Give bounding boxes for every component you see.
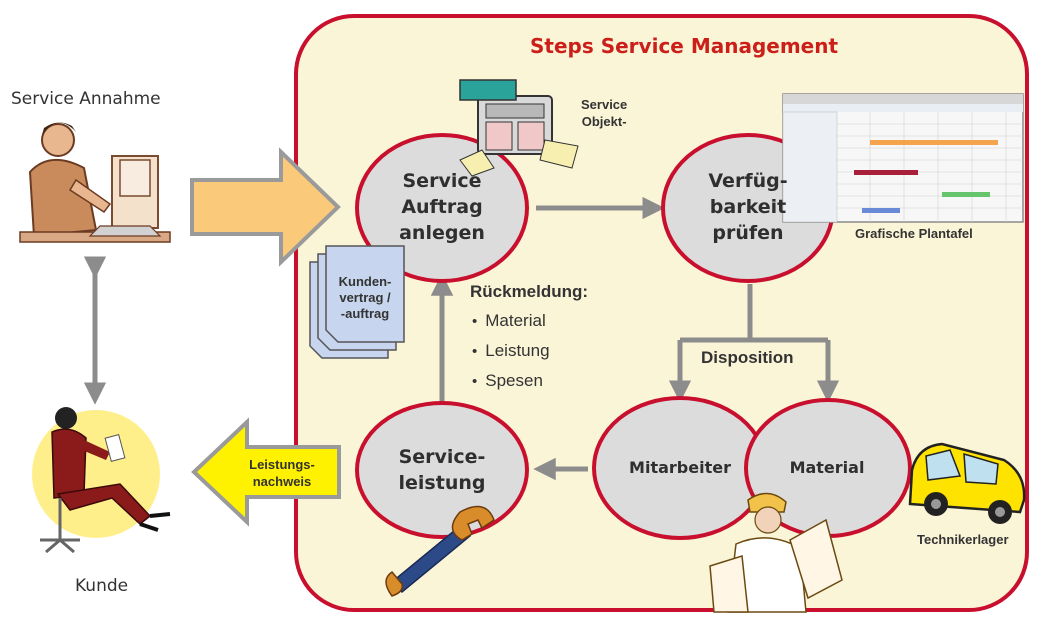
node-verfuegbarkeit-line-1: Verfüg- <box>708 170 788 192</box>
engineer-with-plans-icon <box>709 492 843 613</box>
copier-icon <box>459 79 579 177</box>
kunde-label: Kunde <box>75 576 129 596</box>
node-verfuegbarkeit-line-3: prüfen <box>712 222 784 244</box>
disposition-label: Disposition <box>701 348 794 367</box>
rueckmeldung-item: Leistung <box>472 336 549 366</box>
node-serviceleistung-label: Service- leistung <box>382 444 502 496</box>
kundenvertrag-line-3: -auftrag <box>340 306 390 321</box>
rueckmeldung-item: Spesen <box>472 366 550 396</box>
leistungsnachweis-line-1: Leistungs- <box>249 457 315 472</box>
service-objekt-line-2: Objekt- <box>581 114 627 129</box>
leistungsnachweis-label: Leistungs- nachweis <box>232 456 332 490</box>
node-auftrag-label: Service Auftrag anlegen <box>382 168 502 246</box>
technikerlager-label: Technikerlager <box>917 532 1009 547</box>
node-verfuegbarkeit-label: Verfüg- barkeit prüfen <box>688 168 808 246</box>
node-serviceleistung-line-2: leistung <box>398 472 486 494</box>
document-stack-icon <box>309 245 405 359</box>
gantt-screenshot-icon <box>782 93 1024 223</box>
node-mitarbeiter-label: Mitarbeiter <box>629 458 731 477</box>
wrench-icon <box>385 505 495 597</box>
disposition-fork-line <box>680 284 753 343</box>
rueckmeldung-list: Material Leistung Spesen <box>472 306 550 396</box>
service-annahme-label: Service Annahme <box>11 89 161 109</box>
rueckmeldung-item: Material <box>472 306 550 336</box>
node-auftrag-line-3: anlegen <box>399 222 485 244</box>
node-serviceleistung-circle <box>355 401 529 539</box>
diagram-title: Steps Service Management <box>530 34 839 58</box>
kundenvertrag-label: Kunden- vertrag / -auftrag <box>326 274 404 322</box>
service-desk-person-icon <box>19 122 171 243</box>
kundenvertrag-line-1: Kunden- <box>338 274 392 289</box>
kundenvertrag-line-2: vertrag / <box>339 290 391 305</box>
grafische-plantafel-label: Grafische Plantafel <box>855 226 973 241</box>
van-icon <box>908 442 1026 524</box>
node-auftrag-line-2: Auftrag <box>401 196 483 218</box>
service-objekt-line-1: Service <box>581 97 628 112</box>
customer-phone-person-icon <box>32 407 171 554</box>
node-material-label: Material <box>789 458 865 477</box>
node-serviceleistung-line-1: Service- <box>398 446 486 468</box>
node-auftrag-line-1: Service <box>402 170 482 192</box>
rueckmeldung-heading: Rückmeldung: <box>470 282 589 301</box>
service-objekt-label: Service Objekt- <box>581 96 627 130</box>
intake-big-arrow <box>190 147 341 267</box>
leistungsnachweis-line-2: nachweis <box>252 474 312 489</box>
node-verfuegbarkeit-line-2: barkeit <box>709 196 787 218</box>
leistungsnachweis-arrow <box>191 417 341 527</box>
